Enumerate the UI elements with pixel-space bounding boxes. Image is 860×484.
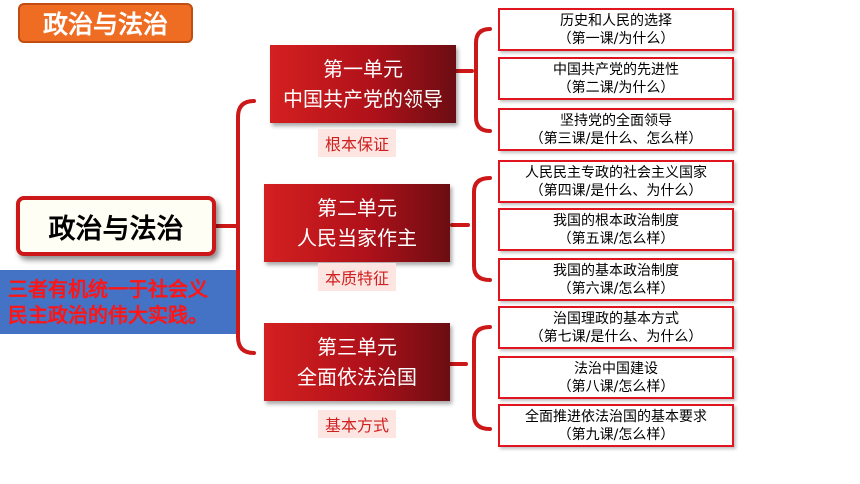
lesson-9-title: 全面推进依法治国的基本要求 xyxy=(525,408,707,425)
lesson-8-title: 法治中国建设 xyxy=(574,360,658,377)
unit-1-node: 第一单元 中国共产党的领导 xyxy=(270,45,456,123)
slide-title: 政治与法治 xyxy=(18,3,193,43)
root-bracket xyxy=(214,99,256,355)
root-node: 政治与法治 xyxy=(16,196,216,256)
lesson-7-title: 治国理政的基本方式 xyxy=(553,310,679,327)
lesson-6-title: 我国的基本政治制度 xyxy=(553,262,679,279)
lesson-8-box: 法治中国建设 （第八课/怎么样） xyxy=(498,356,734,399)
lesson-3-box: 坚持党的全面领导 （第三课/是什么、怎么样） xyxy=(498,108,734,151)
lesson-2-title: 中国共产党的先进性 xyxy=(553,61,679,78)
lesson-7-note: （第七课/是什么、为什么） xyxy=(529,328,703,345)
lesson-4-title: 人民民主专政的社会主义国家 xyxy=(525,164,707,181)
lesson-2-box: 中国共产党的先进性 （第二课/为什么） xyxy=(498,57,734,100)
lesson-5-title: 我国的根本政治制度 xyxy=(553,212,679,229)
unit-1-name: 第一单元 xyxy=(323,57,403,81)
unit2-bracket xyxy=(450,176,492,282)
summary-line-1: 三者有机统一于社会义 xyxy=(8,277,208,301)
summary-note: 三者有机统一于社会义 民主政治的伟大实践。 xyxy=(0,270,236,334)
lesson-2-note: （第二课/为什么） xyxy=(557,79,675,96)
lesson-1-title: 历史和人民的选择 xyxy=(560,12,672,29)
unit-2-node: 第二单元 人民当家作主 xyxy=(264,184,450,262)
lesson-7-box: 治国理政的基本方式 （第七课/是什么、为什么） xyxy=(498,306,734,349)
lesson-6-note: （第六课/怎么样） xyxy=(557,280,675,297)
unit-2-name: 第二单元 xyxy=(317,196,397,220)
unit-2-role-badge: 本质特征 xyxy=(318,263,397,291)
unit1-bracket xyxy=(454,27,492,133)
lesson-1-note: （第一课/为什么） xyxy=(557,30,675,47)
lesson-4-note: （第四课/是什么、为什么） xyxy=(529,182,703,199)
lesson-5-box: 我国的根本政治制度 （第五课/怎么样） xyxy=(498,208,734,251)
unit-3-node: 第三单元 全面依法治国 xyxy=(264,323,450,401)
lesson-4-box: 人民民主专政的社会主义国家 （第四课/是什么、为什么） xyxy=(498,160,734,203)
unit-3-name: 第三单元 xyxy=(317,335,397,359)
unit3-bracket xyxy=(448,325,492,431)
lesson-3-note: （第三课/是什么、怎么样） xyxy=(529,130,703,147)
lesson-5-note: （第五课/怎么样） xyxy=(557,230,675,247)
unit-1-topic: 中国共产党的领导 xyxy=(283,87,443,111)
lesson-8-note: （第八课/怎么样） xyxy=(557,378,675,395)
unit-2-topic: 人民当家作主 xyxy=(297,226,417,250)
lesson-3-title: 坚持党的全面领导 xyxy=(560,112,672,129)
unit-3-role-badge: 基本方式 xyxy=(318,410,397,438)
unit-1-role-badge: 根本保证 xyxy=(318,129,397,157)
lesson-6-box: 我国的基本政治制度 （第六课/怎么样） xyxy=(498,258,734,301)
lesson-9-note: （第九课/怎么样） xyxy=(557,426,675,443)
unit-3-topic: 全面依法治国 xyxy=(297,365,417,389)
summary-line-2: 民主政治的伟大实践。 xyxy=(8,303,208,327)
lesson-1-box: 历史和人民的选择 （第一课/为什么） xyxy=(498,8,734,51)
lesson-9-box: 全面推进依法治国的基本要求 （第九课/怎么样） xyxy=(498,404,734,447)
